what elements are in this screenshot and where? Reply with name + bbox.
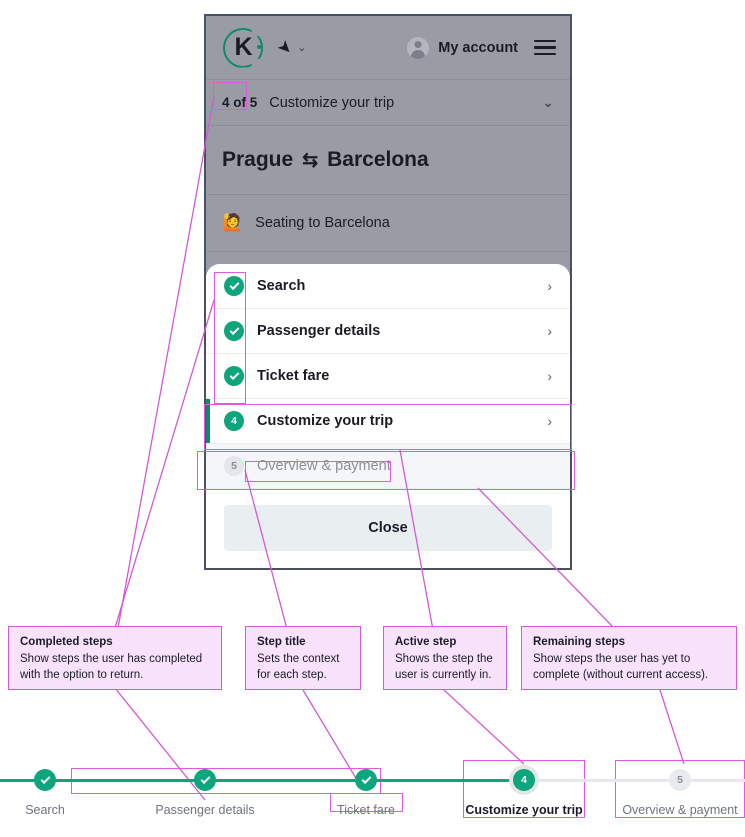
step-row-customize-your-trip[interactable]: 4 Customize your trip › <box>206 399 570 444</box>
step-label: Overview & payment <box>257 458 391 474</box>
note-remaining-steps: Remaining steps Show steps the user has … <box>521 626 737 690</box>
horizontal-stepper: Search Passenger details Ticket fare 4 C… <box>0 758 745 828</box>
progress-title: Customize your trip <box>269 94 395 111</box>
logo-dot <box>257 44 261 49</box>
note-title: Step title <box>257 636 306 648</box>
hstepper-step-search[interactable]: Search <box>0 758 90 817</box>
note-body: Sets the context for each step. <box>257 653 340 682</box>
step-label: Customize your trip <box>257 413 394 429</box>
step-status-badge-done <box>194 769 216 791</box>
app-header: K ➤ ⌄ My account <box>206 16 570 80</box>
step-status-badge-done <box>224 366 244 386</box>
close-button[interactable]: Close <box>224 505 552 551</box>
phone-mockup: K ➤ ⌄ My account 4 of 5 Customize your t… <box>204 14 572 570</box>
chevron-right-icon[interactable]: › <box>547 368 552 384</box>
brand-logo-icon: K <box>220 25 266 71</box>
swap-arrows-icon: ⇆ <box>302 149 319 171</box>
step-row-overview-and-payment: 5 Overview & payment <box>206 444 570 489</box>
step-status-badge-done <box>34 769 56 791</box>
chevron-right-icon[interactable]: › <box>547 413 552 429</box>
hamburger-line <box>534 46 556 49</box>
trip-segment-row: 🙋 Seating to Barcelona <box>206 195 570 252</box>
progress-bar-collapsed[interactable]: 4 of 5 Customize your trip ⌄ <box>206 80 570 126</box>
close-button-wrapper: Close <box>206 489 570 567</box>
transport-mode-switch[interactable]: ➤ ⌄ <box>273 36 307 60</box>
progress-count: 4 of 5 <box>222 95 258 110</box>
avatar <box>407 36 430 59</box>
leader-badges-to-note <box>114 299 215 629</box>
hamburger-line <box>534 52 556 56</box>
check-icon <box>229 279 239 290</box>
step-label: Ticket fare <box>257 368 330 384</box>
step-row-search[interactable]: Search › <box>206 264 570 309</box>
note-title: Active step <box>395 636 457 648</box>
step-row-ticket-fare[interactable]: Ticket fare › <box>206 354 570 399</box>
chevron-down-icon: ⌄ <box>297 42 307 54</box>
account-label: My account <box>438 39 518 56</box>
check-icon <box>361 773 371 784</box>
note-body: Show steps the user has completed with t… <box>20 653 203 682</box>
hstepper-label: Passenger details <box>155 803 255 817</box>
step-status-badge-done <box>355 769 377 791</box>
step-number-badge-active: 4 <box>224 411 244 431</box>
leader-progress-count-to-note <box>117 95 215 629</box>
note-body: Show steps the user has yet to complete … <box>533 653 709 682</box>
trip-segment-label: Seating to Barcelona <box>255 215 390 231</box>
chevron-right-icon[interactable]: › <box>547 323 552 339</box>
note-body: Shows the step the user is currently in. <box>395 653 493 682</box>
check-icon <box>229 369 239 380</box>
note-title: Completed steps <box>20 636 113 648</box>
chevron-right-icon[interactable]: › <box>547 278 552 294</box>
steps-bottom-sheet: Search › Passenger details › Ticket fare… <box>206 264 570 568</box>
stepper-track-progress <box>0 779 524 782</box>
hstepper-step-passenger-details[interactable]: Passenger details <box>140 758 270 817</box>
note-title: Remaining steps <box>533 636 626 648</box>
logo-ring <box>223 27 263 68</box>
step-number-badge-active: 4 <box>513 769 535 791</box>
step-label: Passenger details <box>257 323 381 339</box>
step-status-badge-done <box>224 321 244 341</box>
seat-icon: 🙋 <box>222 213 244 232</box>
leader-note-active-to-stepper <box>443 689 525 765</box>
my-account-button[interactable]: My account <box>407 36 518 59</box>
trip-origin: Prague <box>222 148 294 171</box>
hstepper-step-ticket-fare[interactable]: Ticket fare <box>320 758 412 817</box>
trip-route-title: Prague ⇆ Barcelona <box>206 126 570 195</box>
hstepper-label: Customize your trip <box>465 803 583 817</box>
logo-letter: K <box>234 33 252 61</box>
note-active-step: Active step Shows the step the user is c… <box>383 626 507 690</box>
step-label: Search <box>257 278 306 294</box>
note-step-title: Step title Sets the context for each ste… <box>245 626 361 690</box>
step-number-badge-todo: 5 <box>224 456 244 476</box>
check-icon <box>40 773 50 784</box>
check-icon <box>200 773 210 784</box>
step-number-badge-todo: 5 <box>669 769 691 791</box>
chevron-down-icon[interactable]: ⌄ <box>542 94 554 110</box>
hstepper-label: Overview & payment <box>622 803 738 817</box>
plane-icon: ➤ <box>273 35 297 60</box>
hstepper-step-customize-your-trip[interactable]: 4 Customize your trip <box>463 758 585 817</box>
step-row-passenger-details[interactable]: Passenger details › <box>206 309 570 354</box>
leader-note-remaining-to-stepper <box>659 689 685 765</box>
check-icon <box>229 324 239 335</box>
hamburger-menu-icon[interactable] <box>534 36 556 60</box>
hstepper-label: Search <box>25 803 65 817</box>
trip-destination: Barcelona <box>327 148 429 171</box>
hamburger-line <box>534 39 556 43</box>
hstepper-label: Ticket fare <box>337 803 395 817</box>
step-status-badge-done <box>224 276 244 296</box>
note-completed-steps: Completed steps Show steps the user has … <box>8 626 222 690</box>
hstepper-step-overview-and-payment: 5 Overview & payment <box>615 758 745 817</box>
